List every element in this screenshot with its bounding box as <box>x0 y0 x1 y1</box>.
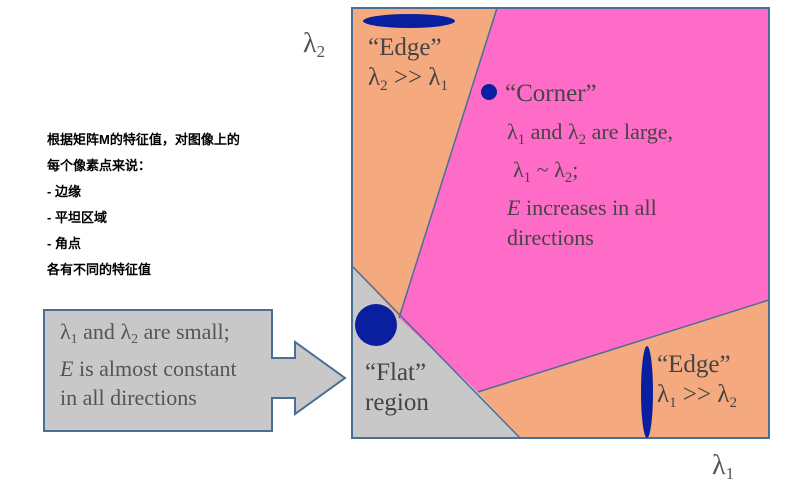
flat-label: “Flat” region <box>365 358 429 418</box>
notes-line: - 边缘 <box>47 184 81 199</box>
edge-horizontal-ellipse <box>363 14 455 28</box>
callout-line-3: in all directions <box>60 385 197 410</box>
callout-line-2: E is almost constant <box>60 356 237 381</box>
notes-text-block: 根据矩阵M的特征值，对图像上的 每个像素点来说： - 边缘 - 平坦区域 - 角… <box>47 127 307 283</box>
callout-line-1: λ1 and λ2 are small; <box>60 319 230 347</box>
corner-region <box>399 8 769 392</box>
corner-line-3: E increases in all <box>507 195 657 220</box>
corner-description: λ1 and λ2 are large, λ1 ~ λ2; E increase… <box>507 117 673 253</box>
corner-edge-line-bottom <box>477 299 770 393</box>
corner-line-1: λ1 and λ2 are large, <box>507 119 674 148</box>
edge-right-title: “Edge” <box>657 351 731 378</box>
notes-line: - 角点 <box>47 236 81 251</box>
corner-title: “Corner” <box>505 80 597 107</box>
corner-label: “Corner” <box>505 79 597 109</box>
corner-line-2: λ1 ~ λ2; <box>513 157 579 186</box>
edge-right-label: “Edge” λ1 >> λ2 <box>657 350 737 418</box>
corner-small-dot <box>481 84 497 100</box>
y-axis-label: λ2 <box>303 28 326 61</box>
corner-edge-line-left <box>398 7 498 319</box>
corner-line-4: directions <box>507 225 594 250</box>
flat-line-1: “Flat” <box>365 359 427 386</box>
flat-large-circle <box>355 304 397 346</box>
notes-line: 根据矩阵M的特征值，对图像上的 <box>47 132 240 147</box>
notes-line: 每个像素点来说： <box>47 158 152 173</box>
edge-top-label: “Edge” λ2 >> λ1 <box>368 33 448 101</box>
callout-text: λ1 and λ2 are small; E is almost constan… <box>60 317 275 412</box>
notes-line: - 平坦区域 <box>47 210 107 225</box>
x-axis-label: λ1 <box>712 450 735 483</box>
flat-line-2: region <box>365 389 429 416</box>
flat-edge-line <box>351 265 521 439</box>
edge-vertical-ellipse <box>641 346 653 438</box>
edge-right-condition: λ1 >> λ2 <box>657 381 737 411</box>
plot-frame <box>351 7 770 439</box>
edge-top-condition: λ2 >> λ1 <box>368 64 448 94</box>
edge-top-title: “Edge” <box>368 34 442 61</box>
callout-arrow <box>43 309 347 432</box>
notes-line: 各有不同的特征值 <box>47 262 152 277</box>
